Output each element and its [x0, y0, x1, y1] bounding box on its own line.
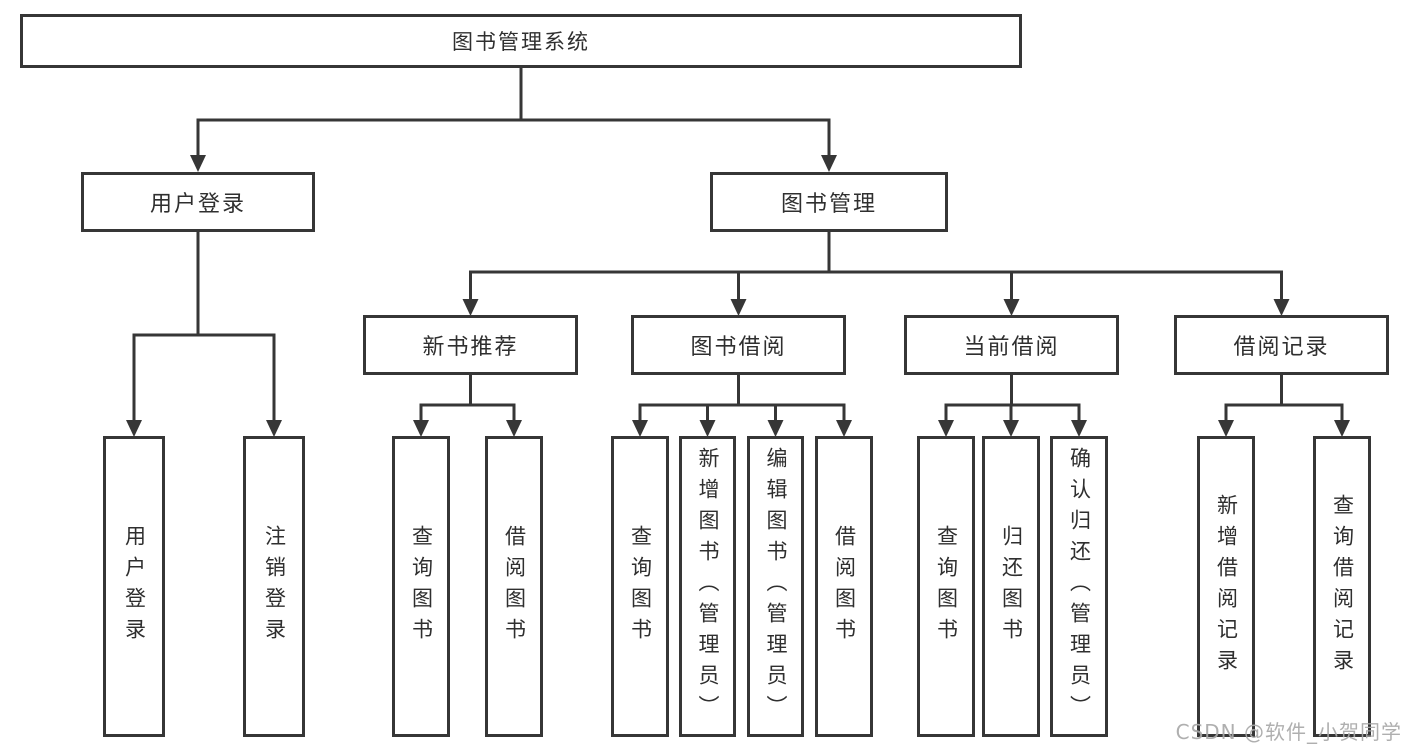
node-current-borrow: 当前借阅: [904, 315, 1119, 375]
node-book-management-label: 图书管理: [780, 192, 877, 217]
leaf-nb-query-book-label: 查询图书: [409, 524, 434, 649]
connector-book-management-children: [462, 231, 1290, 316]
arrowhead: [730, 299, 747, 316]
arrowhead: [1273, 299, 1290, 316]
connector-current-borrow-children: [938, 374, 1087, 437]
leaf-bb-query-book-label: 查询图书: [628, 524, 653, 649]
node-root-system: 图书管理系统: [20, 14, 1022, 68]
leaf-cb-confirm-return-label: 确认归还（管理员）: [1067, 447, 1092, 726]
leaf-bb-query-book: 查询图书: [611, 436, 669, 737]
node-book-borrow: 图书借阅: [631, 315, 846, 375]
node-book-management: 图书管理: [710, 172, 948, 232]
leaf-br-query-record: 查询借阅记录: [1313, 436, 1371, 737]
node-new-book-recommend-label: 新书推荐: [422, 335, 519, 360]
arrowhead: [126, 420, 142, 437]
leaf-nb-query-book: 查询图书: [392, 436, 450, 737]
leaf-cb-query-book: 查询图书: [917, 436, 975, 737]
leaf-bb-edit-book-label: 编辑图书（管理员）: [764, 447, 788, 726]
node-user-login: 用户登录: [81, 172, 315, 232]
leaf-nb-borrow-book-label: 借阅图书: [502, 524, 527, 649]
arrowhead: [1218, 420, 1234, 437]
arrowhead: [266, 420, 282, 437]
watermark-text: CSDN @软件_小贺同学: [1175, 720, 1402, 744]
leaf-logout-label: 注销登录: [262, 524, 287, 649]
arrowhead: [699, 420, 716, 437]
leaf-cb-confirm-return: 确认归还（管理员）: [1050, 436, 1108, 737]
leaf-logout: 注销登录: [243, 436, 305, 737]
leaf-bb-borrow-book: 借阅图书: [815, 436, 873, 737]
leaf-cb-return-book: 归还图书: [982, 436, 1040, 737]
connector-borrow-record-children: [1218, 374, 1350, 437]
leaf-user-login: 用户登录: [103, 436, 165, 737]
node-user-login-label: 用户登录: [149, 192, 246, 217]
arrowhead: [632, 420, 648, 437]
leaf-nb-borrow-book: 借阅图书: [485, 436, 543, 737]
leaf-bb-edit-book: 编辑图书（管理员）: [747, 436, 804, 737]
leaf-br-add-record-label: 新增借阅记录: [1214, 493, 1239, 680]
arrowhead: [836, 420, 852, 437]
connector-user-login-children: [126, 231, 282, 437]
arrowhead: [190, 155, 206, 172]
arrowhead: [413, 420, 429, 437]
leaf-cb-return-book-label: 归还图书: [999, 524, 1024, 649]
leaf-br-add-record: 新增借阅记录: [1197, 436, 1255, 737]
leaf-bb-borrow-book-label: 借阅图书: [832, 524, 857, 649]
arrowhead: [1003, 420, 1019, 437]
node-book-borrow-label: 图书借阅: [690, 335, 787, 360]
connector-root-to-level2: [190, 67, 837, 172]
arrowhead: [1071, 420, 1087, 437]
node-current-borrow-label: 当前借阅: [963, 335, 1060, 360]
arrowhead: [506, 420, 522, 437]
node-borrow-record-label: 借阅记录: [1233, 335, 1330, 360]
leaf-user-login-label: 用户登录: [122, 524, 147, 649]
leaf-br-query-record-label: 查询借阅记录: [1330, 493, 1355, 680]
arrowhead: [1003, 299, 1020, 316]
arrowhead: [821, 155, 837, 172]
connector-new-book-recommend-children: [413, 374, 522, 437]
leaf-bb-add-book: 新增图书（管理员）: [679, 436, 736, 737]
arrowhead: [767, 420, 784, 437]
arrowhead: [938, 420, 954, 437]
leaf-cb-query-book-label: 查询图书: [934, 524, 959, 649]
node-borrow-record: 借阅记录: [1174, 315, 1389, 375]
connector-book-borrow-children: [632, 374, 852, 437]
arrowhead: [462, 299, 479, 316]
arrowhead: [1334, 420, 1350, 437]
node-root-label: 图书管理系统: [452, 30, 590, 54]
node-new-book-recommend: 新书推荐: [363, 315, 578, 375]
leaf-bb-add-book-label: 新增图书（管理员）: [696, 447, 720, 726]
